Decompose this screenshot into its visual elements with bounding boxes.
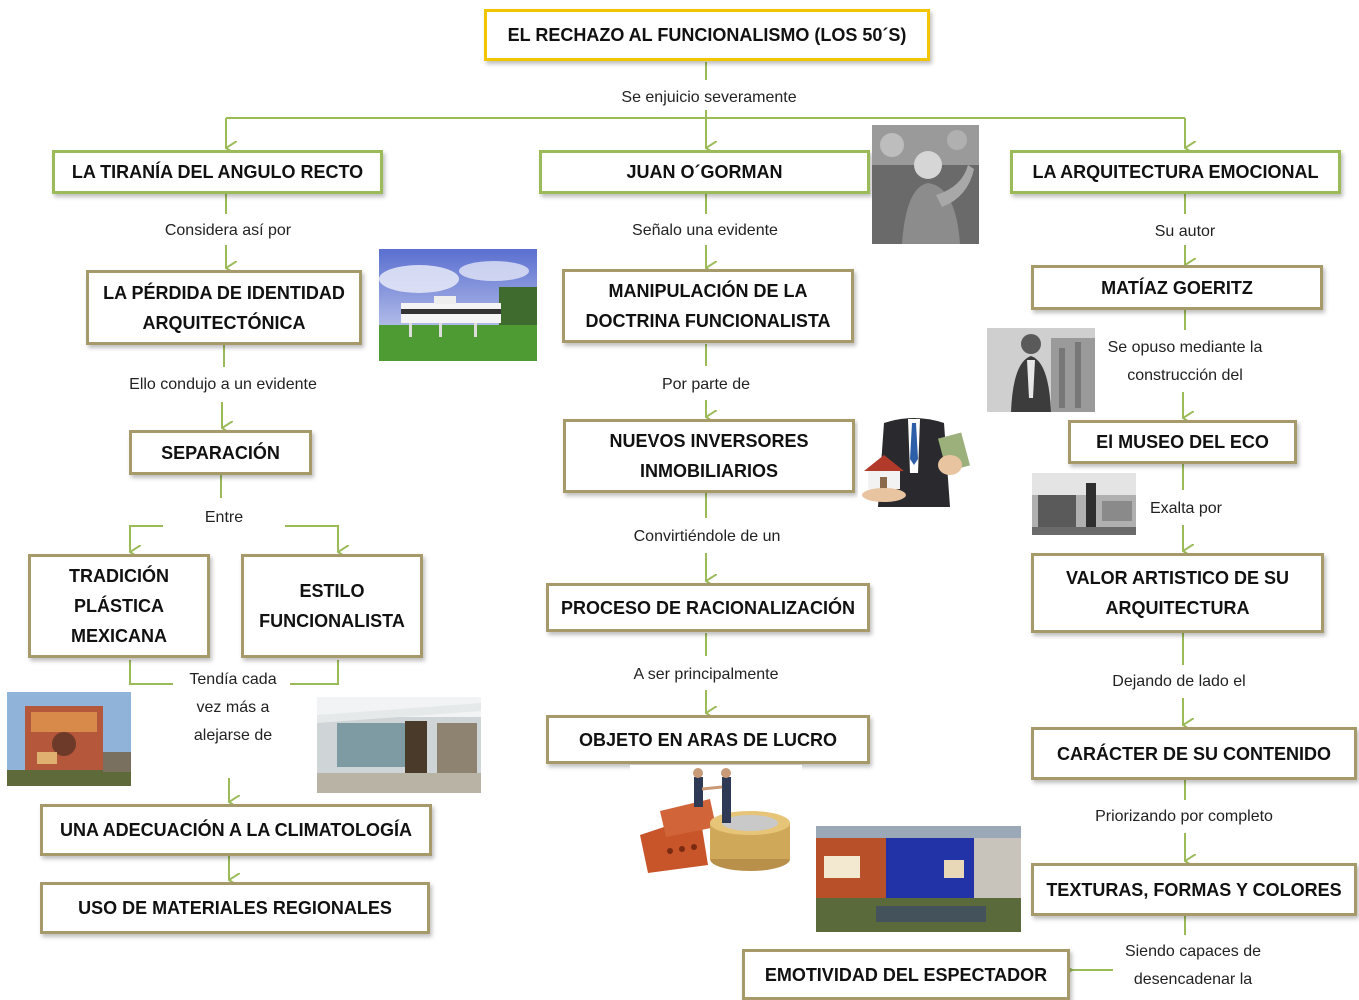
link-label-condujo: Ello condujo a un evidente (129, 376, 317, 393)
link-label-exalta: Exalta por (1149, 500, 1223, 517)
node-nuevos-inversores: NUEVOS INVERSORES INMOBILIARIOS (563, 419, 855, 493)
link-label-dejando: Dejando de lado el (1112, 673, 1246, 690)
link-label-convirtiendole: Convirtiéndole de un (633, 528, 781, 545)
node-museo-del-eco: El MUSEO DEL ECO (1068, 420, 1297, 464)
biblioteca-central-photo (7, 692, 131, 786)
link-label-tendia: Tendía cada vez más a alejarse de (189, 671, 277, 744)
link-label-senalo: Señalo una evidente (632, 222, 778, 239)
node-climatologia: UNA ADECUACIÓN A LA CLIMATOLOGÍA (40, 804, 432, 856)
link-label-siendo-capaces: Siendo capaces de desencadenar la (1124, 943, 1262, 988)
node-tirania-angulo-recto: LA TIRANÍA DEL ANGULO RECTO (52, 150, 383, 194)
node-tradicion-plastica: TRADICIÓN PLÁSTICA MEXICANA (28, 554, 210, 658)
goeritz-portrait-photo (987, 328, 1095, 412)
node-texturas-formas-colores: TEXTURAS, FORMAS Y COLORES (1031, 863, 1357, 916)
link-label-entre: Entre (204, 509, 244, 526)
node-perdida-identidad: LA PÉRDIDA DE IDENTIDAD ARQUITECTÓNICA (86, 270, 362, 345)
link-label-a-ser: A ser principalmente (633, 666, 779, 683)
node-separacion: SEPARACIÓN (129, 430, 312, 475)
link-label-considera: Considera así por (164, 222, 292, 239)
node-manipulacion-doctrina: MANIPULACIÓN DE LA DOCTRINA FUNCIONALIST… (562, 269, 854, 343)
node-matiaz-goeritz: MATÍAZ GOERITZ (1031, 265, 1323, 310)
node-emotividad-espectador: EMOTIVIDAD DEL ESPECTADOR (742, 949, 1070, 1000)
node-arquitectura-emocional: LA ARQUITECTURA EMOCIONAL (1010, 150, 1341, 194)
node-juan-ogorman: JUAN O´GORMAN (539, 150, 870, 194)
link-label-top: Se enjuicio severamente (621, 89, 797, 106)
villa-savoye-photo (379, 249, 537, 361)
link-label-su-autor: Su autor (1154, 223, 1216, 240)
ogorman-portrait-photo (872, 125, 979, 244)
node-materiales-regionales: USO DE MATERIALES REGIONALES (40, 882, 430, 934)
title-node: EL RECHAZO AL FUNCIONALISMO (LOS 50´S) (484, 9, 930, 61)
bricks-coins-photo (630, 765, 802, 873)
node-objeto-lucro: OBJETO EN ARAS DE LUCRO (546, 715, 870, 764)
node-estilo-funcionalista: ESTILO FUNCIONALISTA (241, 554, 423, 658)
museo-eco-photo (816, 826, 1021, 932)
link-label-priorizando: Priorizando por completo (1095, 808, 1273, 825)
node-caracter-contenido: CARÁCTER DE SU CONTENIDO (1031, 727, 1357, 780)
node-valor-artistico: VALOR ARTISTICO DE SU ARQUITECTURA (1031, 553, 1324, 633)
link-label-se-opuso: Se opuso mediante la construcción del (1107, 339, 1263, 384)
pavilion-photo (317, 697, 481, 793)
link-label-por-parte: Por parte de (661, 376, 751, 393)
investor-house-photo (858, 413, 970, 507)
node-proceso-racionalizacion: PROCESO DE RACIONALIZACIÓN (546, 583, 870, 632)
museo-interior-photo (1032, 473, 1136, 535)
